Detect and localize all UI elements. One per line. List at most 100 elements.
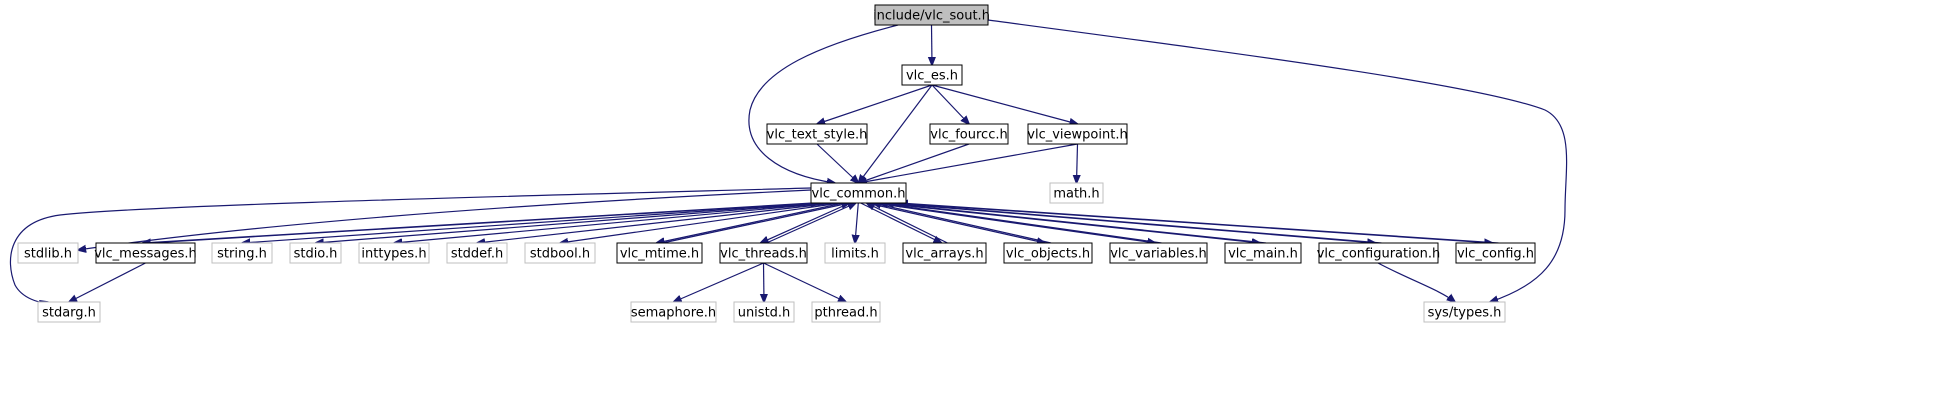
node-label-stdio: stdio.h	[294, 247, 338, 262]
node-label-pthread: pthread.h	[814, 306, 877, 321]
node-text_style[interactable]: vlc_text_style.h	[766, 123, 868, 145]
edge-common-to-main	[879, 202, 1260, 243]
node-fourcc[interactable]: vlc_fourcc.h	[929, 123, 1009, 145]
edge-common-to-stdarg	[9, 187, 812, 302]
edge-objects-to-common	[873, 203, 1052, 244]
node-label-objects: vlc_objects.h	[1006, 247, 1090, 262]
node-root[interactable]: include/vlc_sout.h	[873, 4, 990, 26]
edge-viewpoint-to-common	[859, 143, 1078, 183]
edge-config-to-common	[900, 203, 1499, 244]
node-label-common: vlc_common.h	[812, 187, 906, 202]
node-pthread: pthread.h	[811, 301, 881, 323]
node-string: string.h	[211, 242, 273, 264]
node-box-root	[874, 4, 989, 26]
node-label-fourcc: vlc_fourcc.h	[930, 128, 1007, 143]
node-box-inttypes	[358, 242, 430, 264]
node-math: math.h	[1049, 182, 1104, 204]
node-viewpoint[interactable]: vlc_viewpoint.h	[1027, 123, 1128, 145]
node-label-main: vlc_main.h	[1228, 247, 1298, 262]
edges-layer	[9, 19, 1568, 302]
node-label-root: include/vlc_sout.h	[873, 9, 990, 24]
node-limits: limits.h	[824, 242, 886, 264]
node-box-semaphore	[630, 301, 717, 323]
node-box-viewpoint	[1027, 123, 1128, 145]
node-common[interactable]: vlc_common.h	[810, 182, 907, 204]
node-box-systypes	[1423, 301, 1506, 323]
node-box-stdbool	[524, 242, 596, 264]
edge-viewpoint-to-math	[1077, 143, 1078, 183]
node-label-unistd: unistd.h	[738, 306, 791, 321]
node-objects[interactable]: vlc_objects.h	[1003, 242, 1093, 264]
node-label-stdarg: stdarg.h	[42, 306, 96, 321]
edge-threads-to-unistd	[764, 262, 765, 302]
node-mtime[interactable]: vlc_mtime.h	[616, 242, 703, 264]
node-semaphore: semaphore.h	[630, 301, 717, 323]
node-box-pthread	[811, 301, 881, 323]
node-box-es	[901, 64, 963, 86]
node-main[interactable]: vlc_main.h	[1224, 242, 1302, 264]
edge-common-to-string	[242, 202, 822, 243]
node-box-variables	[1109, 242, 1208, 264]
edge-root-to-es	[932, 24, 933, 65]
edge-threads-to-pthread	[763, 262, 847, 302]
node-label-messages: vlc_messages.h	[94, 247, 197, 262]
node-label-limits: limits.h	[831, 247, 879, 262]
node-box-mtime	[616, 242, 703, 264]
node-configuration[interactable]: vlc_configuration.h	[1317, 242, 1441, 264]
node-label-stdbool: stdbool.h	[530, 247, 590, 262]
node-label-inttypes: inttypes.h	[361, 247, 426, 262]
node-label-text_style: vlc_text_style.h	[767, 128, 868, 143]
edge-mtime-to-common	[662, 203, 850, 244]
node-box-string	[211, 242, 273, 264]
node-label-es: vlc_es.h	[906, 69, 958, 84]
node-config[interactable]: vlc_config.h	[1455, 242, 1536, 264]
node-stdbool: stdbool.h	[524, 242, 596, 264]
edge-root-to-common	[748, 24, 899, 183]
node-arrays[interactable]: vlc_arrays.h	[902, 242, 987, 264]
edge-es-to-fourcc	[931, 84, 969, 124]
node-label-stddef: stddef.h	[451, 247, 503, 262]
node-systypes: sys/types.h	[1423, 301, 1506, 323]
node-label-arrays: vlc_arrays.h	[905, 247, 983, 262]
edge-es-to-common	[859, 84, 933, 183]
edge-fourcc-to-common	[859, 143, 970, 183]
edge-configuration-to-common	[893, 203, 1382, 244]
node-box-messages	[95, 242, 196, 264]
node-label-stdlib: stdlib.h	[24, 247, 72, 262]
node-box-common	[810, 182, 907, 204]
edge-common-to-limits	[855, 202, 858, 243]
node-threads[interactable]: vlc_threads.h	[719, 242, 808, 264]
node-label-viewpoint: vlc_viewpoint.h	[1027, 128, 1127, 143]
edge-common-to-inttypes	[394, 202, 831, 243]
edge-arrays-to-common	[867, 203, 948, 244]
node-box-configuration	[1318, 242, 1439, 264]
node-label-variables: vlc_variables.h	[1110, 247, 1207, 262]
edge-configuration-to-systypes	[1377, 262, 1455, 302]
node-stddef: stddef.h	[446, 242, 508, 264]
edge-common-to-objects	[866, 202, 1045, 243]
node-box-math	[1049, 182, 1104, 204]
node-label-configuration: vlc_configuration.h	[1317, 247, 1441, 262]
edge-common-to-variables	[873, 202, 1156, 243]
edge-messages-to-common	[148, 203, 819, 244]
edge-es-to-text_style	[817, 84, 933, 124]
node-variables[interactable]: vlc_variables.h	[1109, 242, 1208, 264]
node-label-mtime: vlc_mtime.h	[620, 247, 699, 262]
node-inttypes: inttypes.h	[358, 242, 430, 264]
node-label-threads: vlc_threads.h	[720, 247, 807, 262]
edge-threads-to-semaphore	[674, 262, 764, 302]
nodes-layer: include/vlc_sout.h vlc_es.h vlc_text_style…	[17, 4, 1536, 323]
node-box-objects	[1003, 242, 1093, 264]
edge-main-to-common	[886, 203, 1267, 244]
node-es[interactable]: vlc_es.h	[901, 64, 963, 86]
node-box-limits	[824, 242, 886, 264]
node-label-config: vlc_config.h	[1457, 247, 1534, 262]
edge-es-to-viewpoint	[931, 84, 1078, 124]
node-label-string: string.h	[217, 247, 267, 262]
node-messages[interactable]: vlc_messages.h	[94, 242, 197, 264]
node-box-stddef	[446, 242, 508, 264]
edge-common-to-stdlib	[78, 189, 812, 250]
node-stdarg: stdarg.h	[37, 301, 101, 323]
node-label-math: math.h	[1053, 187, 1099, 202]
